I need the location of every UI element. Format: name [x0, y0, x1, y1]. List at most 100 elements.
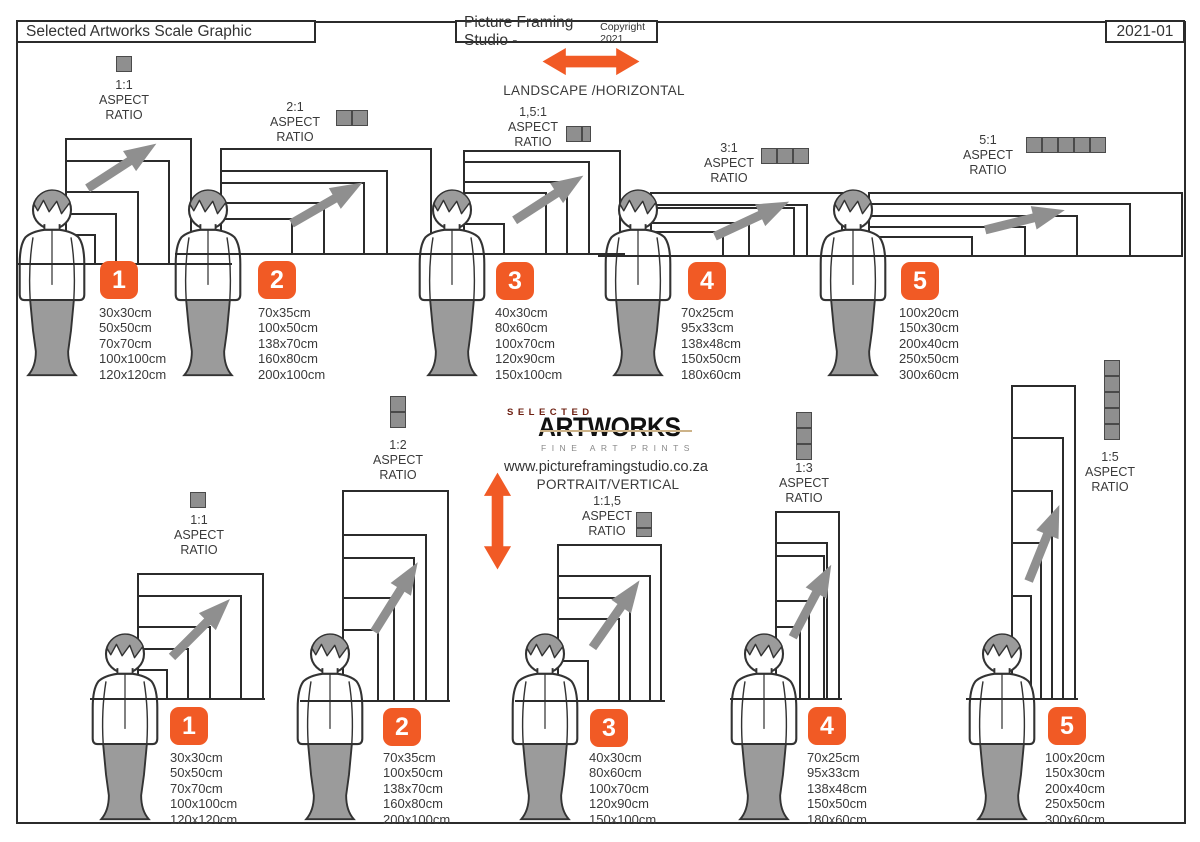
group-number-badge: 3 [496, 262, 534, 300]
size-item: 40x30cm [495, 305, 548, 320]
size-item: 70x35cm [258, 305, 311, 320]
size-list: 70x25cm 95x33cm 138x48cm 150x50cm 180x60… [807, 750, 867, 827]
size-item: 150x30cm [899, 320, 959, 336]
aspect-ratio-icon [566, 126, 591, 142]
page-title: Selected Artworks Scale Graphic [26, 22, 252, 40]
doc-number-box: 2021-01 [1105, 20, 1185, 43]
group-number-badge: 2 [258, 261, 296, 299]
size-item: 200x40cm [899, 335, 959, 351]
group-number-badge: 1 [170, 707, 208, 745]
logo-artworks: ARTWORKS [538, 412, 681, 442]
logo-tagline: FINE ART PRINTS [541, 443, 695, 453]
size-item: 95x33cm [807, 765, 860, 781]
size-item: 100x100cm [99, 351, 167, 367]
group-number-badge: 1 [100, 261, 138, 299]
title-box-center: Picture Framing Studio - Copyright 2021 [455, 14, 658, 49]
size-list: 100x20cm 150x30cm 200x40cm 250x50cm 300x… [899, 305, 959, 382]
aspect-ratio-icon [1104, 360, 1120, 440]
size-item: 200x40cm [1045, 780, 1105, 796]
landscape-label: LANDSCAPE /HORIZONTAL [503, 83, 685, 98]
group-number-badge: 5 [1048, 707, 1086, 745]
size-item: 80x60cm [495, 320, 548, 336]
scale-baseline [598, 255, 850, 257]
scale-baseline [730, 698, 842, 700]
aspect-ratio-icon [796, 412, 812, 460]
aspect-ratio-label: 1:3 ASPECT RATIO [778, 461, 829, 505]
size-item: 300x60cm [899, 366, 959, 382]
size-item: 180x60cm [807, 811, 867, 827]
size-item: 80x60cm [589, 765, 642, 781]
size-item: 100x100cm [170, 796, 238, 812]
aspect-ratio-icon [390, 396, 406, 428]
scale-baseline [415, 253, 625, 255]
group-number-badge: 4 [808, 707, 846, 745]
group-number-badge: 5 [901, 262, 939, 300]
size-item: 200x100cm [383, 811, 451, 827]
aspect-ratio-label: 1,5:1 ASPECT RATIO [507, 105, 558, 149]
size-item: 150x100cm [589, 811, 657, 827]
aspect-ratio-icon [1026, 137, 1106, 153]
person-figure [604, 189, 672, 377]
aspect-ratio-label: 1:1 ASPECT RATIO [98, 78, 149, 122]
group-number-badge: 4 [688, 262, 726, 300]
scale-baseline [966, 698, 1078, 700]
person-figure [18, 189, 86, 377]
size-item: 150x50cm [681, 351, 741, 367]
aspect-ratio-icon [190, 492, 206, 508]
person-figure [91, 633, 159, 821]
person-figure [730, 633, 798, 821]
size-item: 138x48cm [681, 335, 741, 351]
size-item: 250x50cm [1045, 796, 1105, 812]
size-item: 30x30cm [170, 750, 223, 765]
doc-number: 2021-01 [1116, 22, 1174, 40]
title-box-left: Selected Artworks Scale Graphic [16, 20, 316, 43]
aspect-ratio-label: 5:1 ASPECT RATIO [962, 133, 1013, 177]
size-item: 250x50cm [899, 351, 959, 367]
size-item: 160x80cm [383, 796, 443, 812]
size-list: 70x25cm 95x33cm 138x48cm 150x50cm 180x60… [681, 305, 741, 382]
size-item: 70x70cm [99, 335, 152, 351]
size-item: 100x70cm [495, 335, 555, 351]
aspect-ratio-label: 2:1 ASPECT RATIO [269, 100, 320, 144]
size-item: 120x90cm [495, 351, 555, 367]
person-figure [819, 189, 887, 377]
size-item: 180x60cm [681, 366, 741, 382]
aspect-ratio-label: 1:2 ASPECT RATIO [372, 438, 423, 482]
size-item: 150x50cm [807, 796, 867, 812]
size-item: 150x100cm [495, 366, 563, 382]
size-list: 40x30cm 80x60cm 100x70cm 120x90cm 150x10… [495, 305, 562, 382]
person-figure [296, 633, 364, 821]
size-list: 30x30cm 50x50cm 70x70cm 100x100cm 120x12… [170, 750, 237, 827]
size-item: 138x48cm [807, 780, 867, 796]
size-item: 50x50cm [170, 765, 223, 781]
size-item: 100x50cm [258, 320, 318, 336]
scale-baseline [300, 700, 450, 702]
group-number-badge: 3 [590, 709, 628, 747]
size-item: 138x70cm [258, 335, 318, 351]
size-item: 100x70cm [589, 780, 649, 796]
size-item: 70x35cm [383, 750, 436, 765]
size-item: 95x33cm [681, 320, 734, 336]
aspect-ratio-label: 3:1 ASPECT RATIO [703, 141, 754, 185]
size-item: 30x30cm [99, 305, 152, 320]
size-item: 120x120cm [99, 366, 167, 382]
aspect-ratio-label: 1:5 ASPECT RATIO [1084, 450, 1135, 494]
size-item: 138x70cm [383, 780, 443, 796]
size-item: 120x120cm [170, 811, 238, 827]
size-list: 70x35cm 100x50cm 138x70cm 160x80cm 200x1… [383, 750, 450, 827]
landscape-double-arrow-icon [542, 47, 640, 76]
person-figure [511, 633, 579, 821]
scale-baseline [90, 698, 265, 700]
size-item: 200x100cm [258, 366, 326, 382]
portrait-double-arrow-icon [483, 472, 512, 570]
size-item: 100x20cm [1045, 750, 1105, 765]
size-item: 100x20cm [899, 305, 959, 320]
size-list: 70x35cm 100x50cm 138x70cm 160x80cm 200x1… [258, 305, 325, 382]
scale-baseline [515, 700, 665, 702]
size-item: 160x80cm [258, 351, 318, 367]
size-list: 100x20cm 150x30cm 200x40cm 250x50cm 300x… [1045, 750, 1105, 827]
aspect-ratio-icon [761, 148, 809, 164]
size-item: 100x50cm [383, 765, 443, 781]
group-number-badge: 2 [383, 708, 421, 746]
